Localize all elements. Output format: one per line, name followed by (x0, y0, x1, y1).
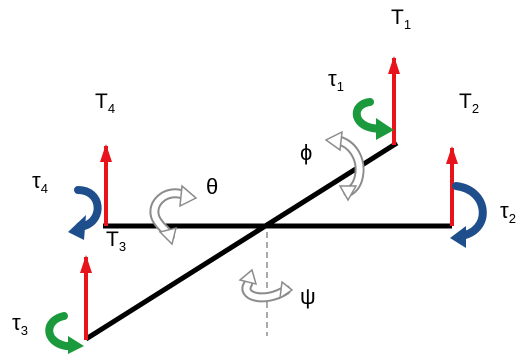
label-pitch-angle: θ (206, 174, 218, 199)
pitch-rotation-arrow (149, 184, 198, 246)
thrust-arrow-4 (100, 144, 112, 226)
roll-rotation-arrow (324, 130, 365, 202)
torque-arrow-2 (450, 182, 487, 248)
label-tau3: τ3 (12, 310, 28, 338)
arm-roll-axis (84, 140, 399, 342)
torque-arrow-1 (352, 98, 394, 140)
label-roll-angle: ϕ (300, 140, 312, 165)
label-t3: T3 (106, 228, 126, 254)
yaw-rotation-arrow (238, 268, 294, 303)
thrust-arrow-1 (388, 56, 400, 145)
torque-arrow-3 (45, 312, 84, 354)
label-yaw-angle: ψ (300, 284, 316, 309)
label-t1: T1 (391, 6, 411, 32)
label-tau1: τ1 (328, 66, 344, 94)
thrust-arrow-3 (80, 255, 92, 340)
label-t4: T4 (95, 90, 115, 116)
label-tau2: τ2 (500, 198, 516, 226)
torque-arrow-4 (68, 186, 102, 240)
label-tau4: τ4 (32, 168, 48, 196)
label-t2: T2 (459, 90, 479, 116)
thrust-arrow-2 (446, 146, 458, 226)
